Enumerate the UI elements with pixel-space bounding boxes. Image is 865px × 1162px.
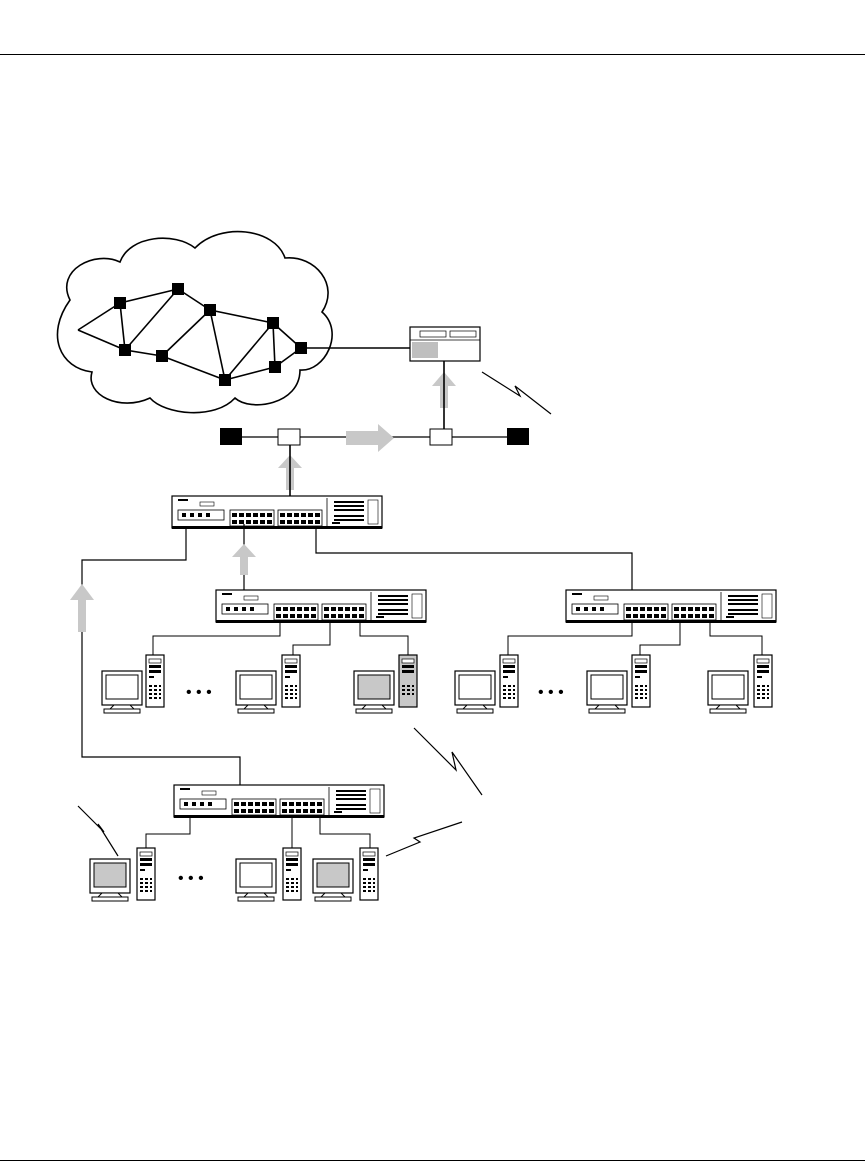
- right-switch: [566, 590, 776, 623]
- backbone-cloud: [57, 232, 332, 413]
- pc-icon: [236, 671, 276, 713]
- server-tower-icon: [500, 655, 518, 707]
- access-router: [410, 327, 480, 361]
- server-tower-icon: [754, 655, 772, 707]
- router-icon: [410, 327, 480, 361]
- segment-endpoint-left: [220, 428, 242, 445]
- lightning-icon: [386, 822, 462, 856]
- flow-arrow-icon: [70, 584, 94, 632]
- left-client-3: [354, 655, 417, 713]
- switch-icon: [172, 496, 382, 529]
- pc-icon: [236, 859, 276, 901]
- ellipsis: • • •: [186, 684, 212, 701]
- right-client-2: [587, 655, 650, 713]
- pc-icon: [313, 859, 353, 901]
- segment-tap-left: [278, 429, 300, 445]
- left-switch: [216, 590, 426, 623]
- segment-tap-right: [430, 429, 452, 445]
- left-client-1: [102, 655, 164, 713]
- core-switch: [172, 496, 382, 529]
- lightning-icon: [414, 728, 482, 795]
- pc-icon: [102, 671, 142, 713]
- flow-arrow-icon: [346, 424, 394, 452]
- server-tower-icon: [283, 848, 301, 900]
- server-tower-icon: [282, 655, 300, 707]
- pc-icon: [354, 671, 394, 713]
- ellipsis: • • •: [178, 870, 204, 887]
- switch-icon: [566, 590, 776, 623]
- right-client-3: [708, 655, 772, 713]
- pc-icon: [708, 671, 748, 713]
- pc-icon: [587, 671, 627, 713]
- bottom-client-3: [313, 848, 378, 901]
- server-tower-icon: [632, 655, 650, 707]
- switch-icon: [174, 785, 384, 818]
- server-tower-icon: [137, 848, 155, 900]
- switch-icon: [216, 590, 426, 623]
- ellipsis: • • •: [538, 684, 564, 701]
- server-tower-icon: [399, 655, 417, 707]
- bottom-client-2: [236, 848, 301, 901]
- cloud-icon: [57, 232, 332, 413]
- server-tower-icon: [360, 848, 378, 900]
- lightning-icon: [482, 372, 551, 414]
- lightning-icon: [78, 806, 118, 856]
- bottom-switch: [174, 785, 384, 818]
- bottom-client-1: [90, 848, 155, 901]
- left-client-2: [236, 655, 300, 713]
- server-tower-icon: [146, 655, 164, 707]
- flow-arrow-icon: [232, 544, 256, 575]
- pc-icon: [455, 671, 495, 713]
- pc-icon: [90, 859, 130, 901]
- segment-endpoint-right: [507, 428, 529, 445]
- right-client-1: [455, 655, 518, 713]
